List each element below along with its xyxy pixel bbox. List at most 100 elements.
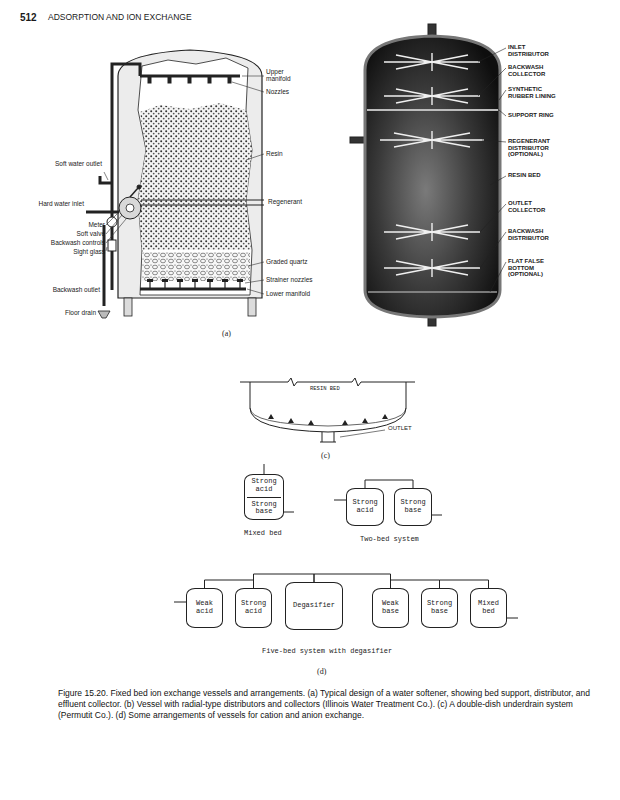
radial-distributor — [384, 87, 480, 105]
softener-tank — [124, 298, 132, 316]
radial-vessel — [368, 291, 497, 293]
vessel-label: Strong acid — [349, 498, 381, 515]
manifold-pipes — [141, 200, 264, 201]
radial-vessel — [367, 109, 498, 111]
manifold-pipes — [86, 64, 264, 306]
leader-line — [478, 48, 506, 62]
part-label: OUTLET COLLECTOR — [508, 200, 564, 213]
part-label: Soft valve — [44, 230, 105, 237]
pipe-stub — [174, 602, 186, 603]
part-label: REGENERANT DISTRIBUTOR (OPTIONAL) — [508, 138, 564, 158]
part-label: RESIN BED — [508, 172, 564, 179]
arrangement-name: Mixed bed — [244, 530, 282, 538]
part-label: Backwash controls — [30, 239, 105, 246]
underdrain-section — [250, 408, 406, 426]
vessel-box: Strong base — [421, 588, 458, 628]
part-label: FLAT FALSE BOTTOM (OPTIONAL) — [508, 258, 558, 278]
leader-line — [106, 219, 126, 243]
part-label: Backwash outlet — [30, 286, 100, 293]
pipe-connector — [391, 580, 440, 588]
leader-line — [245, 280, 264, 283]
softener-tank — [118, 50, 262, 298]
leader-line — [478, 68, 506, 96]
underdrain-section — [250, 382, 406, 432]
leader-line — [490, 176, 506, 185]
part-label: Hard water inlet — [38, 200, 84, 207]
pipe-connector — [205, 580, 254, 588]
manifold-pipes — [140, 288, 246, 291]
running-head: ADSORPTION AND ION EXCHANGE — [48, 13, 192, 23]
valve-and-meter — [137, 185, 141, 189]
leader-line — [482, 140, 506, 142]
leader-line — [490, 262, 506, 292]
softener-tank — [142, 252, 250, 281]
valve-and-meter — [108, 240, 116, 251]
figure-caption: Figure 15.20. Fixed bed ion exchange ves… — [58, 688, 606, 721]
manifold-pipes — [112, 64, 140, 290]
part-label: SUPPORT RING — [508, 112, 558, 119]
leader-line — [104, 172, 108, 180]
leader-line — [480, 232, 506, 268]
part-label: Upper manifold — [266, 68, 302, 83]
softener-tank — [138, 103, 252, 250]
pipe-connector — [365, 480, 413, 488]
valve-and-meter — [130, 188, 138, 197]
leader-line — [499, 110, 506, 116]
vessel-box: Strong acidStrong base — [244, 474, 284, 520]
strainer-nozzles — [222, 279, 228, 282]
part-label: Graded quartz — [266, 258, 308, 265]
vessel-box: Strong acid — [346, 488, 384, 526]
leader-line — [248, 262, 264, 266]
leader-line — [242, 76, 264, 77]
vessel-box: Degasifier — [285, 582, 343, 630]
strainer-nozzles — [147, 279, 153, 282]
strainer-nozzles — [177, 279, 183, 282]
part-label: OUTLET — [388, 425, 412, 432]
leader-line — [106, 215, 122, 234]
radial-distributor — [380, 131, 484, 149]
leader-line — [104, 76, 264, 294]
underdrain-section — [320, 432, 336, 442]
radial-vessel — [365, 36, 500, 317]
vessel-label: Strong acid — [247, 477, 281, 494]
vessel-label: Degasifier — [288, 601, 340, 611]
pipe-stub — [507, 618, 518, 619]
manifold-pipes — [103, 225, 106, 306]
underdrain-section — [240, 378, 415, 386]
manifold-pipes — [86, 211, 119, 214]
leader-line — [247, 289, 264, 294]
pipe-stub — [432, 515, 442, 516]
leader-line — [232, 82, 264, 92]
manifold-pipes — [168, 77, 171, 83]
manifold-pipes — [208, 77, 211, 83]
pipe-connector — [440, 580, 489, 588]
part-label: RESIN BED — [310, 386, 340, 392]
manifold-pipes — [141, 205, 264, 206]
vessel-label: Weak base — [375, 599, 406, 616]
vessel-label: Mixed bed — [473, 599, 504, 616]
strainer-nozzles — [288, 418, 294, 423]
pipe-stub — [284, 512, 294, 513]
part-label: Soft water outlet — [50, 160, 102, 167]
leader-line — [106, 247, 107, 251]
strainer-nozzles — [162, 279, 168, 282]
page-number: 512 — [20, 12, 37, 23]
radial-distributor — [384, 53, 480, 71]
softener-tank — [248, 298, 256, 316]
valve-and-meter — [107, 217, 117, 227]
pipe-stub — [264, 464, 265, 474]
leader-line — [499, 90, 506, 100]
vessel-box: Strong base — [394, 488, 432, 526]
softener-tank — [118, 50, 262, 316]
underdrain-section — [340, 430, 385, 437]
panel-letter: (a) — [222, 330, 231, 339]
part-label: Sight glass — [44, 248, 105, 255]
leader-line — [246, 154, 264, 160]
radial-distributor — [384, 259, 480, 277]
radial-distributor — [380, 53, 484, 277]
manifold-pipes — [228, 77, 231, 83]
manifold-pipes — [148, 77, 151, 83]
part-label: BACKWASH COLLECTOR — [508, 64, 564, 77]
